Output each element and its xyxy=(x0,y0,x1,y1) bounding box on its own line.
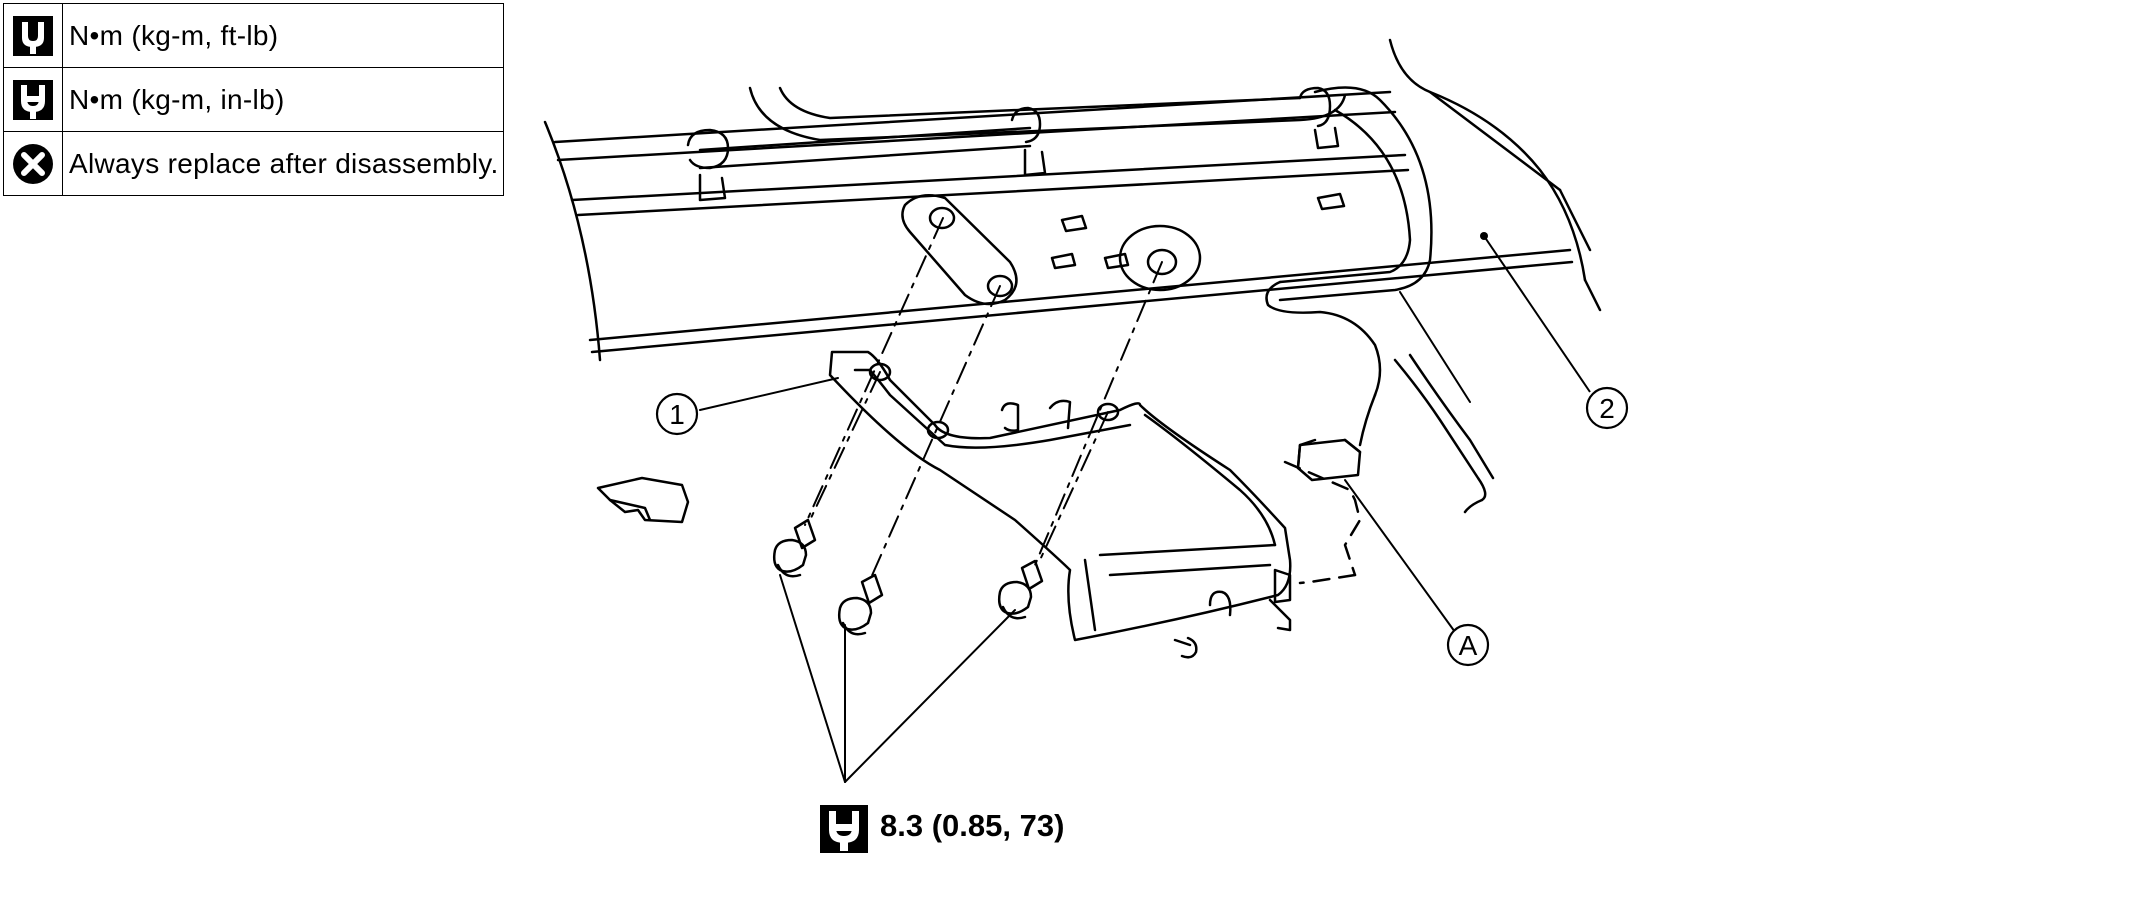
bolts xyxy=(772,518,1044,636)
svg-text:2: 2 xyxy=(1599,393,1615,424)
pipe-clips xyxy=(686,86,1340,202)
leader-lines xyxy=(699,291,1471,783)
svg-text:1: 1 xyxy=(669,399,685,430)
connector-a xyxy=(1296,438,1362,482)
bolt-alignment-lines xyxy=(804,217,1163,581)
connector-outline xyxy=(1283,460,1362,585)
replace-x-icon xyxy=(3,131,63,196)
bolt-left xyxy=(772,518,817,578)
torque-wrench-inlb-icon xyxy=(820,805,868,853)
bracket xyxy=(828,350,1292,659)
callout-a: A xyxy=(1446,623,1490,667)
front-direction-arrow xyxy=(596,476,690,524)
mount-pads xyxy=(901,192,1346,306)
legend-label-replace: Always replace after disassembly. xyxy=(62,131,504,196)
callout-1: 1 xyxy=(655,392,699,436)
legend-label-inlb: N•m (kg-m, in-lb) xyxy=(62,67,504,132)
bolt-right xyxy=(997,559,1044,620)
pipe-routing xyxy=(698,86,1495,514)
legend-row-inlb: N•m (kg-m, in-lb) xyxy=(3,67,504,132)
callout-2: 2 xyxy=(1585,386,1629,430)
svg-text:A: A xyxy=(1459,630,1478,661)
legend-row-replace: Always replace after disassembly. xyxy=(3,131,504,196)
torque-wrench-ftlb-icon xyxy=(3,3,63,68)
legend-table: N•m (kg-m, ft-lb) N•m (kg-m, in-lb) Alwa… xyxy=(3,3,504,196)
item-2-leader xyxy=(1483,235,1591,393)
torque-wrench-inlb-icon xyxy=(3,67,63,132)
bolt-torque-value: 8.3 (0.85, 73) xyxy=(880,808,1065,843)
